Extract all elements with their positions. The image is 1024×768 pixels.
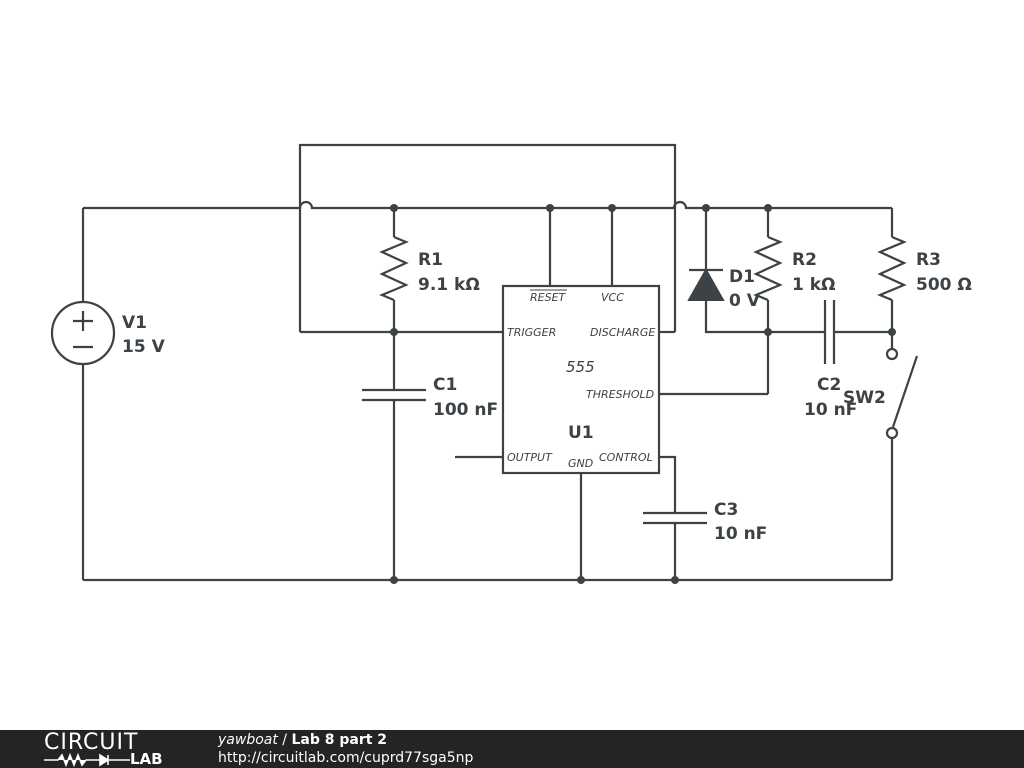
voltage-source-v1: V1 15 V	[50, 300, 166, 366]
title-separator: /	[277, 732, 292, 748]
logo-circuit-text: CIRCUIT	[44, 730, 139, 755]
c1-value: 100 nF	[433, 400, 498, 420]
sw2-name: SW2	[843, 388, 886, 408]
r1-value: 9.1 kΩ	[418, 275, 480, 295]
c3-value: 10 nF	[714, 524, 767, 544]
junction-dots	[390, 204, 896, 584]
circuit-meta: yawboat / Lab 8 part 2	[218, 732, 387, 749]
diode-d1: D1 0 V	[687, 267, 761, 311]
resistor-r2: R2 1 kΩ	[753, 235, 836, 302]
capacitor-c2: C2 10 nF	[804, 300, 857, 420]
r3-value: 500 Ω	[916, 275, 972, 295]
pin-vcc-label: VCC	[601, 291, 624, 304]
r1-name: R1	[418, 250, 443, 270]
circuitlab-logo[interactable]: CIRCUIT LAB	[44, 731, 174, 767]
resistor-r1: R1 9.1 kΩ	[379, 235, 480, 302]
d1-value: 0 V	[729, 291, 761, 311]
resistor-r3: R3 500 Ω	[877, 235, 972, 302]
circuit-schematic: V1 15 V R1 9.1 kΩ R2 1 kΩ R3 500 Ω C1 10…	[50, 143, 972, 584]
c1-name: C1	[433, 375, 457, 395]
v1-name: V1	[122, 313, 147, 333]
ic-part-number: 555	[566, 358, 595, 376]
logo-lab-text: LAB	[130, 750, 163, 768]
pin-discharge-label: DISCHARGE	[590, 326, 655, 339]
pin-gnd-label: GND	[568, 457, 593, 470]
pin-output-label: OUTPUT	[507, 451, 553, 464]
pin-reset-label: RESET	[530, 291, 567, 304]
d1-name: D1	[729, 267, 755, 287]
u1-name: U1	[568, 423, 594, 443]
pin-control-label: CONTROL	[599, 451, 653, 464]
r2-value: 1 kΩ	[792, 275, 836, 295]
pin-trigger-label: TRIGGER	[507, 326, 556, 339]
wires	[81, 143, 894, 582]
author-link[interactable]: yawboat	[218, 732, 278, 748]
c3-name: C3	[714, 500, 738, 520]
circuit-url-link[interactable]: http://circuitlab.com/cuprd77sga5np	[218, 750, 474, 766]
switch-sw2: SW2	[843, 347, 919, 440]
capacitor-c1: C1 100 nF	[362, 375, 498, 420]
v1-value: 15 V	[122, 337, 166, 357]
r2-name: R2	[792, 250, 817, 270]
logo-resistor-diode-icon	[44, 753, 130, 767]
circuit-title: Lab 8 part 2	[291, 732, 388, 748]
footer-bar: CIRCUIT LAB yawboat / Lab 8 part 2 http:…	[0, 730, 1024, 768]
capacitor-c3: C3 10 nF	[643, 500, 767, 544]
ic-555-timer-u1: RESET VCC TRIGGER DISCHARGE 555 THRESHOL…	[501, 284, 661, 475]
c2-name: C2	[817, 375, 841, 395]
r3-name: R3	[916, 250, 941, 270]
pin-threshold-label: THRESHOLD	[586, 388, 654, 401]
c2-value: 10 nF	[804, 400, 857, 420]
